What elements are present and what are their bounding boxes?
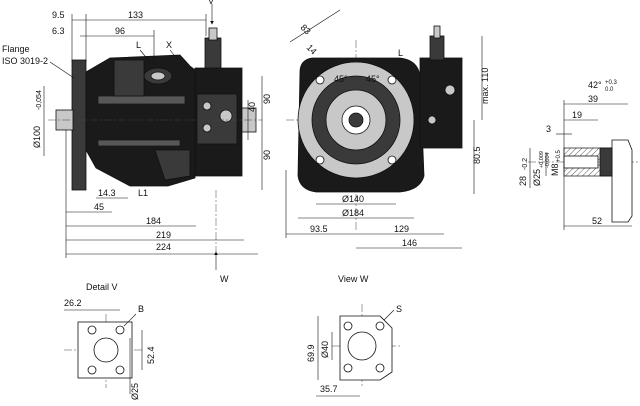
dim-d25: Ø25 bbox=[532, 169, 542, 186]
dim-max-110: max. 110 bbox=[480, 68, 490, 104]
dim-146: 146 bbox=[402, 238, 417, 248]
dim-42-angle: 42° bbox=[588, 80, 602, 90]
view-w: View W S 69.9 Ø40 35.7 bbox=[306, 274, 402, 397]
dim-35-7: 35.7 bbox=[320, 384, 338, 394]
dim-d25-tol-dn: -0.004 bbox=[545, 152, 551, 168]
dim-90-bottom: 90 bbox=[262, 150, 272, 160]
dim-14-3: 14.3 bbox=[98, 188, 116, 198]
dim-d25-v: Ø25 bbox=[130, 383, 140, 400]
flange-standard-label: ISO 3019-2 bbox=[2, 56, 48, 66]
dim-52-4: 52.4 bbox=[146, 346, 156, 364]
dim-d40: Ø40 bbox=[320, 341, 330, 358]
dim-26-2: 26.2 bbox=[64, 298, 82, 308]
dim-6-3: 6.3 bbox=[52, 26, 65, 36]
front-view: 83 14 45° 45° L max. 110 80.5 Ø140 Ø184 … bbox=[285, 9, 490, 249]
dim-19: 19 bbox=[572, 110, 582, 120]
dim-d140: Ø140 bbox=[342, 194, 364, 204]
label-L1: L1 bbox=[138, 188, 148, 198]
dim-45: 45 bbox=[94, 202, 104, 212]
dim-42-tol-up: +0.3 bbox=[605, 80, 618, 86]
dim-69-9: 69.9 bbox=[306, 344, 316, 362]
dim-42-tol-dn: 0.0 bbox=[605, 87, 614, 93]
label-B: B bbox=[138, 304, 144, 314]
dim-90-top: 90 bbox=[262, 94, 272, 104]
front-label-L: L bbox=[398, 48, 403, 58]
dim-224: 224 bbox=[156, 242, 171, 252]
dim-93-5: 93.5 bbox=[310, 224, 328, 234]
label-W: W bbox=[220, 274, 229, 284]
dim-14: 14 bbox=[305, 42, 319, 56]
side-view: 9.5 133 6.3 96 L X Flange ISO 3019-2 Ø10… bbox=[2, 0, 272, 284]
dim-96: 96 bbox=[115, 26, 125, 36]
dim-39: 39 bbox=[588, 94, 598, 104]
detail-v: Detail V 26.2 B 52.4 Ø25 bbox=[64, 282, 156, 400]
label-S: S bbox=[396, 304, 402, 314]
shaft-detail: 42° +0.3 0.0 39 19 3 52 28 -0.2 Ø25 +0.0… bbox=[518, 80, 640, 230]
dim-40: 40 bbox=[247, 102, 257, 112]
angle-left: 45° bbox=[334, 74, 348, 84]
dim-83: 83 bbox=[299, 22, 313, 36]
pump-flange bbox=[71, 59, 87, 191]
dim-219: 219 bbox=[156, 230, 171, 240]
dim-m8-tol: +0.5 bbox=[556, 149, 562, 162]
dim-133: 133 bbox=[128, 10, 143, 20]
front-controller bbox=[419, 57, 463, 149]
dim-129: 129 bbox=[394, 224, 409, 234]
label-V: V bbox=[208, 0, 214, 6]
dim-d25-tol-up: +0.009 bbox=[539, 151, 545, 168]
dim-28-tol: -0.2 bbox=[522, 158, 529, 170]
dim-3: 3 bbox=[546, 124, 551, 134]
dim-d184: Ø184 bbox=[342, 208, 364, 218]
dim-184: 184 bbox=[146, 216, 161, 226]
dim-9-5: 9.5 bbox=[52, 10, 65, 20]
detail-v-title: Detail V bbox=[86, 282, 118, 292]
flange-label: Flange bbox=[2, 44, 30, 54]
dim-d100-tol: -0,054 bbox=[36, 90, 43, 110]
label-X: X bbox=[166, 40, 172, 50]
dim-d100: Ø100 bbox=[32, 126, 42, 148]
view-w-title: View W bbox=[338, 274, 369, 284]
dim-m8: M8 bbox=[550, 163, 560, 176]
shaft-flange-section bbox=[611, 139, 633, 223]
dim-52: 52 bbox=[592, 216, 602, 226]
dim-80-5: 80.5 bbox=[472, 146, 482, 164]
angle-right: 45° bbox=[366, 74, 380, 84]
label-L: L bbox=[136, 40, 141, 50]
dim-28: 28 bbox=[518, 176, 528, 186]
